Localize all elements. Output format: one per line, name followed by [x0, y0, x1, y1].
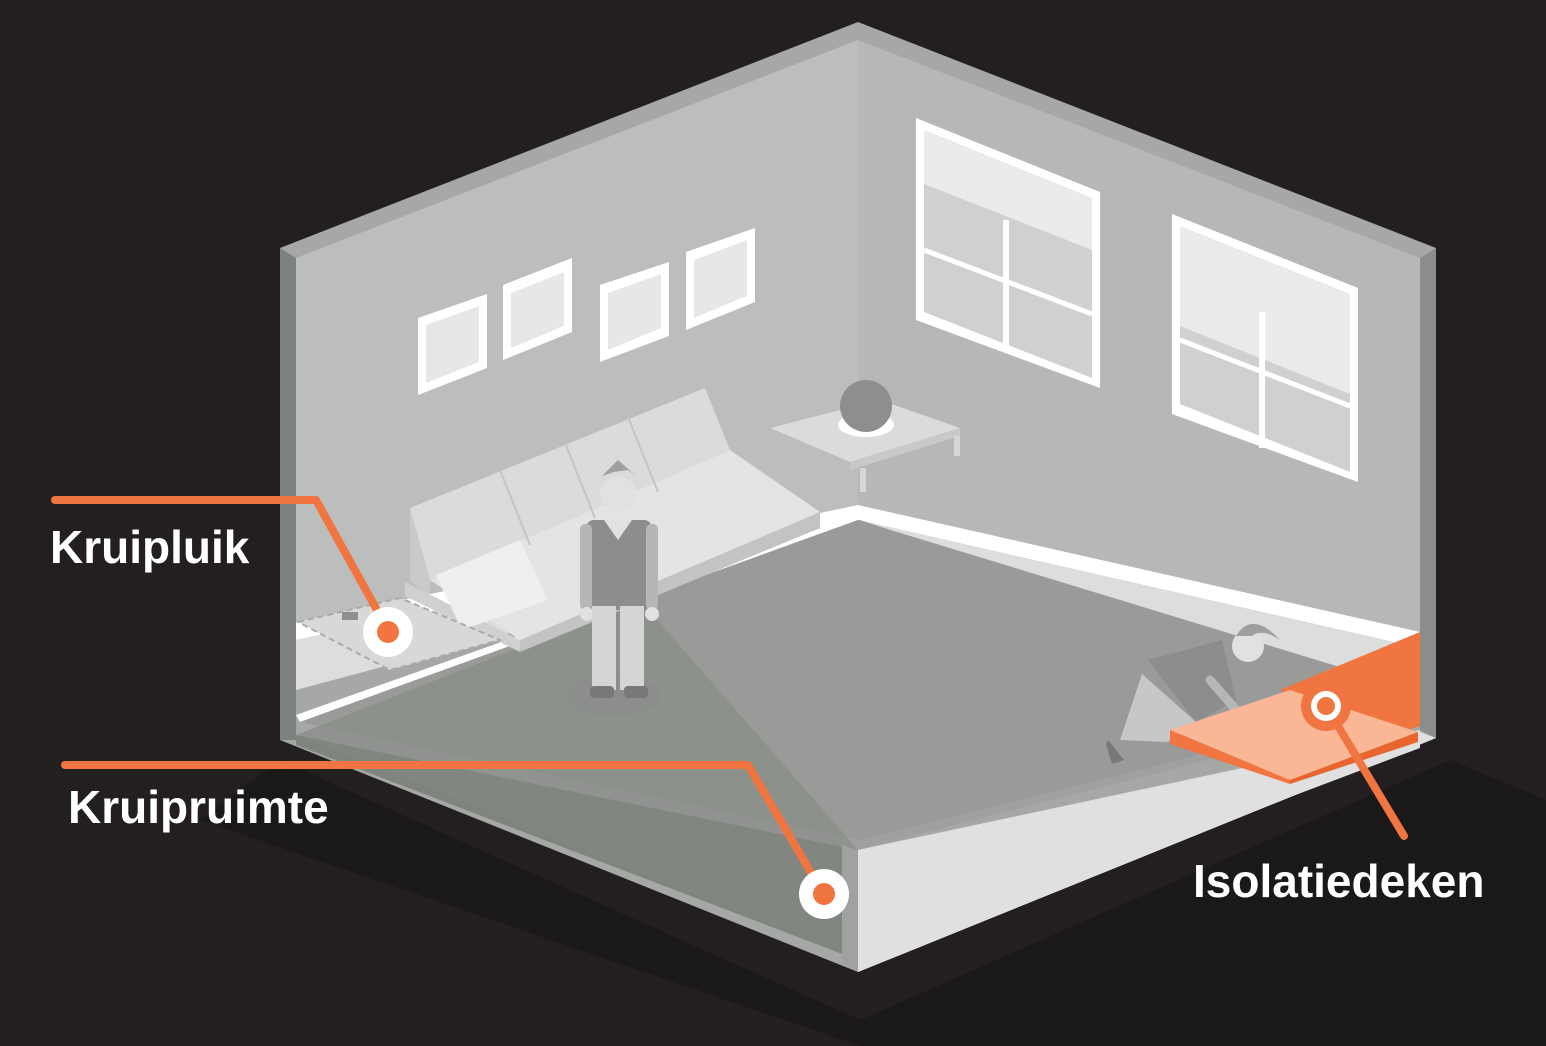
window-left [916, 118, 1100, 388]
callout-label-kruipruimte: Kruipruimte [68, 781, 329, 833]
callout-line-kruipluik [51, 496, 392, 634]
right-floor-strip [858, 505, 1420, 648]
marker-isolatiedeken [1301, 681, 1351, 731]
callout-label-isolatiedeken: Isolatiedeken [1193, 855, 1485, 907]
front-ledge-edge [842, 845, 858, 972]
front-ledge [858, 732, 1436, 972]
standing-person [566, 460, 662, 716]
right-wall-edge [1420, 248, 1436, 738]
room-shadow [200, 760, 1546, 1046]
callout-line-kruipruimte [61, 761, 828, 899]
kneeling-person [1106, 623, 1280, 764]
left-wall-edge [280, 248, 296, 740]
window-right [1172, 214, 1358, 482]
crawlspace-dark [296, 600, 858, 960]
marker-kruipluik [363, 607, 413, 657]
marker-kruipruimte [799, 869, 849, 919]
side-table [770, 380, 960, 492]
callout-label-kruipluik: Kruipluik [50, 521, 250, 573]
callout-lines [51, 496, 1408, 899]
callout-line-isolatiedeken [1322, 702, 1408, 840]
picture-frames [418, 228, 755, 395]
sofa [405, 388, 820, 652]
